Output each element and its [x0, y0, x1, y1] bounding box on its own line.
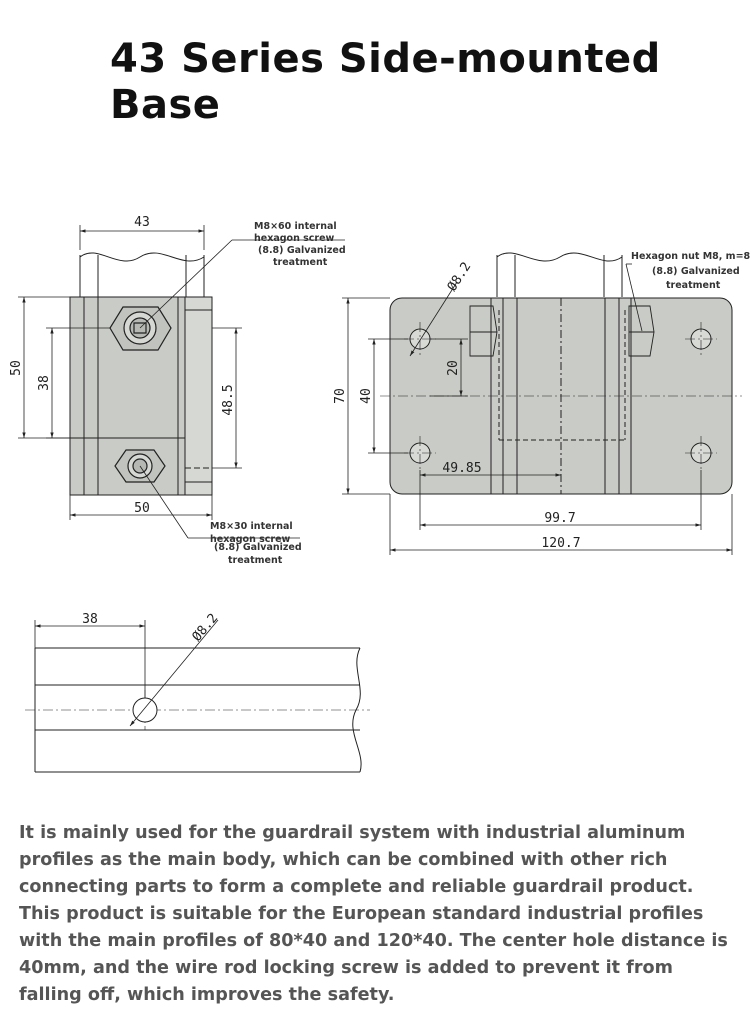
front-dim-38 — [46, 327, 110, 439]
front-dim-43-label: 43 — [134, 215, 150, 230]
side-dim-120-7 — [389, 494, 733, 555]
product-description: It is mainly used for the guardrail syst… — [19, 823, 728, 1005]
side-dim-70-label: 70 — [333, 388, 348, 404]
side-nut-leader — [625, 263, 643, 332]
front-dim-50-horizontal-label: 50 — [134, 501, 150, 516]
front-dim-48-5 — [212, 327, 242, 469]
side-upright-profile — [496, 252, 623, 297]
front-dim-50-vertical — [18, 296, 70, 439]
front-top-note-line2: hexagon screw — [254, 233, 335, 244]
front-dim-48-5-label: 48.5 — [221, 384, 236, 415]
front-bottom-note-line1: M8×30 internal — [210, 521, 293, 532]
side-dim-hole-dia-label: Ø8.2 — [445, 260, 475, 294]
front-bottom-leader — [139, 465, 300, 539]
front-top-note-line4: treatment — [273, 257, 328, 268]
front-bottom-note-line2: hexagon screw — [210, 534, 291, 545]
side-nut-note-line3: treatment — [666, 280, 721, 291]
front-dim-43 — [79, 225, 205, 250]
profile-dim-38-label: 38 — [82, 612, 98, 627]
side-dim-hole-dia — [409, 281, 458, 357]
side-hex-nut-right — [628, 305, 655, 357]
side-dim-49-85-label: 49.85 — [442, 461, 481, 476]
side-dim-40 — [368, 338, 408, 454]
front-dim-50-horizontal — [69, 495, 213, 520]
front-bottom-note-line4: treatment — [228, 555, 283, 566]
front-top-leader — [139, 239, 345, 329]
side-dim-99-7 — [419, 470, 702, 530]
side-dim-20-label: 20 — [446, 360, 461, 376]
side-dim-40-label: 40 — [359, 388, 374, 404]
front-view: 43 50 38 48.5 50 — [9, 215, 346, 566]
profile-outline — [25, 647, 370, 773]
front-dim-38-label: 38 — [37, 375, 52, 391]
profile-dim-38 — [34, 620, 146, 698]
front-upright-profile — [79, 252, 205, 298]
front-top-screw — [109, 306, 172, 351]
side-hex-nut-left — [469, 305, 498, 357]
page-title: 43 Series Side-mounted Base — [110, 36, 661, 128]
side-holes — [409, 328, 712, 464]
front-dim-50-vertical-label: 50 — [9, 360, 24, 376]
side-dim-70 — [342, 297, 390, 495]
side-dim-20 — [430, 338, 468, 397]
front-top-note-line1: M8×60 internal — [254, 221, 337, 232]
side-nut-note-line2: (8.8) Galvanized — [652, 266, 740, 277]
side-view: Ø8.2 20 70 40 49.85 — [333, 251, 750, 555]
profile-view: 38 Ø8.2 — [25, 611, 370, 773]
profile-dim-hole-dia — [129, 619, 219, 727]
side-nut-note-line1: Hexagon nut M8, m=8 — [631, 251, 750, 262]
side-dim-120-7-label: 120.7 — [541, 536, 580, 551]
front-top-note-line3: (8.8) Galvanized — [258, 245, 346, 256]
front-bottom-note-line3: (8.8) Galvanized — [214, 542, 302, 553]
profile-dim-hole-dia-label: Ø8.2 — [190, 611, 222, 645]
side-dim-99-7-label: 99.7 — [544, 511, 575, 526]
